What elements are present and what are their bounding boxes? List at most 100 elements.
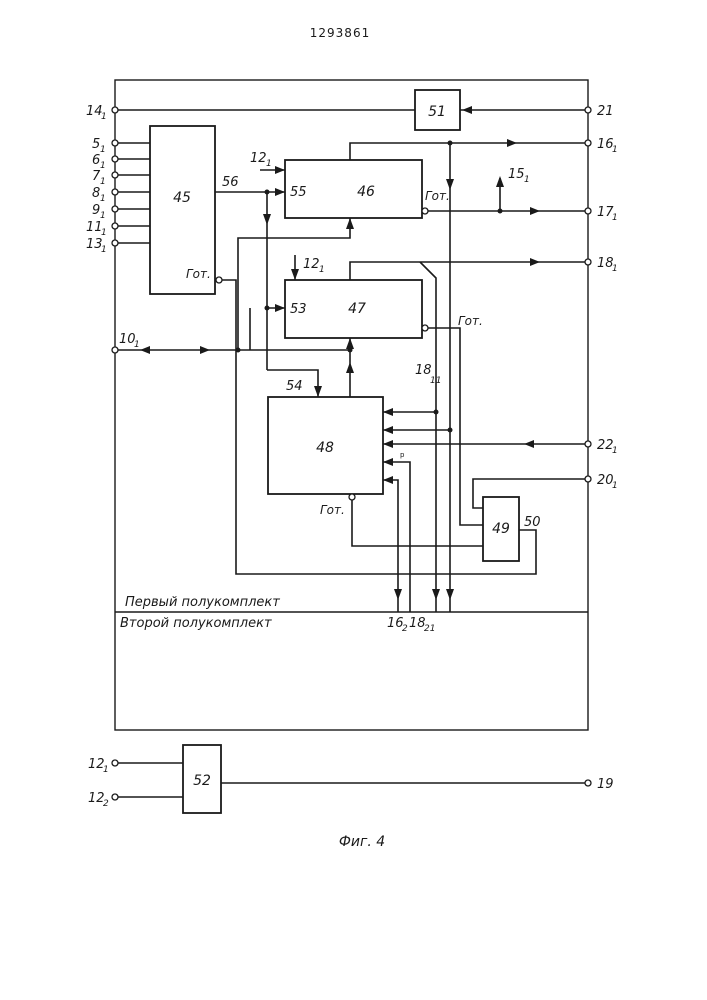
block-47-ready-output <box>422 325 428 331</box>
section-label-second: Второй полукомплект <box>120 616 272 631</box>
signal-15-sub: 1 <box>524 175 530 185</box>
terminal-10[interactable] <box>112 347 118 353</box>
arrow-into-54 <box>314 386 322 397</box>
arrow-into-51 <box>462 106 472 114</box>
patent-number: 1293861 <box>310 26 370 40</box>
terminal-17[interactable] <box>585 208 591 214</box>
junction-48b <box>448 428 453 433</box>
arrow-18-21 <box>432 589 440 600</box>
terminal-8-sub: 1 <box>100 194 106 204</box>
terminal-9[interactable] <box>112 206 118 212</box>
mark-p: р <box>400 451 405 459</box>
arrow-12-into-47 <box>291 269 299 280</box>
junction-10b <box>348 348 353 353</box>
terminal-18-sub: 1 <box>612 264 618 274</box>
block-48-input-54: 54 <box>286 379 303 394</box>
signal-15: 15 <box>508 167 525 182</box>
block-52-label: 52 <box>193 773 211 789</box>
block-46-label: 46 <box>357 184 375 200</box>
terminal-22[interactable] <box>585 441 591 447</box>
terminal-13[interactable] <box>112 240 118 246</box>
terminal-12a-sub: 1 <box>103 765 109 775</box>
junction-56 <box>265 190 270 195</box>
block-48-label: 48 <box>316 440 334 456</box>
terminal-5[interactable] <box>112 140 118 146</box>
arrow-48-up <box>346 362 354 373</box>
block-48-ready-label: Гот. <box>320 503 345 517</box>
signal-12-47: 12 <box>303 257 320 272</box>
terminal-21[interactable] <box>585 107 591 113</box>
arrow-10-left <box>140 346 150 354</box>
arrow-15-up <box>496 176 504 187</box>
junction-48a <box>434 410 439 415</box>
junction-53 <box>265 306 270 311</box>
terminals-left: 14 1 5 1 6 1 7 1 8 1 9 1 11 1 13 1 10 1 <box>86 104 140 353</box>
terminal-10-sub: 1 <box>134 340 140 350</box>
arrow-16-down-bottom <box>446 589 454 600</box>
terminals-right: 21 16 1 17 1 18 1 22 1 20 1 <box>585 104 618 491</box>
arrow-to-16 <box>507 139 517 147</box>
terminal-5-sub: 1 <box>100 145 106 155</box>
arrow-into-48-b <box>383 426 393 434</box>
terminal-11[interactable] <box>112 223 118 229</box>
block-45-ready-output <box>216 277 222 283</box>
block-48-ready-output <box>349 494 355 500</box>
signal-12-46-sub: 1 <box>266 159 272 169</box>
arrow-into-48-d <box>383 458 393 466</box>
arrow-12-into-46 <box>275 166 285 174</box>
arrow-into-47-bottom <box>346 338 354 349</box>
block-45-label: 45 <box>173 190 191 206</box>
terminal-6[interactable] <box>112 156 118 162</box>
terminal-18[interactable] <box>585 259 591 265</box>
terminal-22-sub: 1 <box>612 446 618 456</box>
terminal-6-sub: 1 <box>100 161 106 171</box>
terminal-16-sub: 1 <box>612 145 618 155</box>
arrow-16-2 <box>394 589 402 600</box>
wire-48-ready-to-49 <box>352 500 483 546</box>
terminal-7-sub: 1 <box>100 177 106 187</box>
terminal-20-sub: 1 <box>612 481 618 491</box>
arrow-into-46-bottom <box>346 218 354 229</box>
block-47-ready-label: Гот. <box>458 314 483 328</box>
block-45-ready-label: Гот. <box>186 267 211 281</box>
terminal-14-sub: 1 <box>101 112 107 122</box>
terminal-16[interactable] <box>585 140 591 146</box>
block-45-output-56: 56 <box>222 175 239 190</box>
terminal-12b[interactable] <box>112 794 118 800</box>
terminal-19[interactable] <box>585 780 591 786</box>
arrow-into-48-c <box>383 440 393 448</box>
terminal-12b-sub: 2 <box>103 799 109 809</box>
terminal-7[interactable] <box>112 172 118 178</box>
arrow-down-56 <box>263 214 271 225</box>
terminal-13-sub: 1 <box>101 245 107 255</box>
arrow-into-48-a <box>383 408 393 416</box>
arrow-into-48-e <box>383 476 393 484</box>
block-49-output-50: 50 <box>524 515 541 530</box>
wire-46-to-16 <box>350 143 585 160</box>
arrow-10-right <box>200 346 210 354</box>
block-46-input-55: 55 <box>290 185 307 200</box>
arrow-to-17 <box>530 207 540 215</box>
arrow-into-55 <box>275 188 285 196</box>
figure-caption: Фиг. 4 <box>339 834 385 850</box>
block-47-label: 47 <box>348 301 366 317</box>
section-label-first: Первый полукомплект <box>125 595 280 610</box>
signal-12-46: 12 <box>250 151 267 166</box>
terminal-12a[interactable] <box>112 760 118 766</box>
terminal-8[interactable] <box>112 189 118 195</box>
block-49-label: 49 <box>492 521 510 537</box>
terminal-20[interactable] <box>585 476 591 482</box>
block-51-label: 51 <box>428 104 446 120</box>
block-46-ready-output <box>422 208 428 214</box>
terminal-19-label: 19 <box>597 777 614 792</box>
arrow-to-18 <box>530 258 540 266</box>
wire-47-to-18 <box>350 262 585 280</box>
signal-12-47-sub: 1 <box>319 265 325 275</box>
arrow-22-in <box>524 440 534 448</box>
block-47-input-53: 53 <box>290 302 307 317</box>
signal-18-21-sub: 21 <box>424 624 435 634</box>
terminal-21-label: 21 <box>597 104 614 119</box>
terminal-14[interactable] <box>112 107 118 113</box>
signal-18-11-sub: 11 <box>430 376 441 386</box>
